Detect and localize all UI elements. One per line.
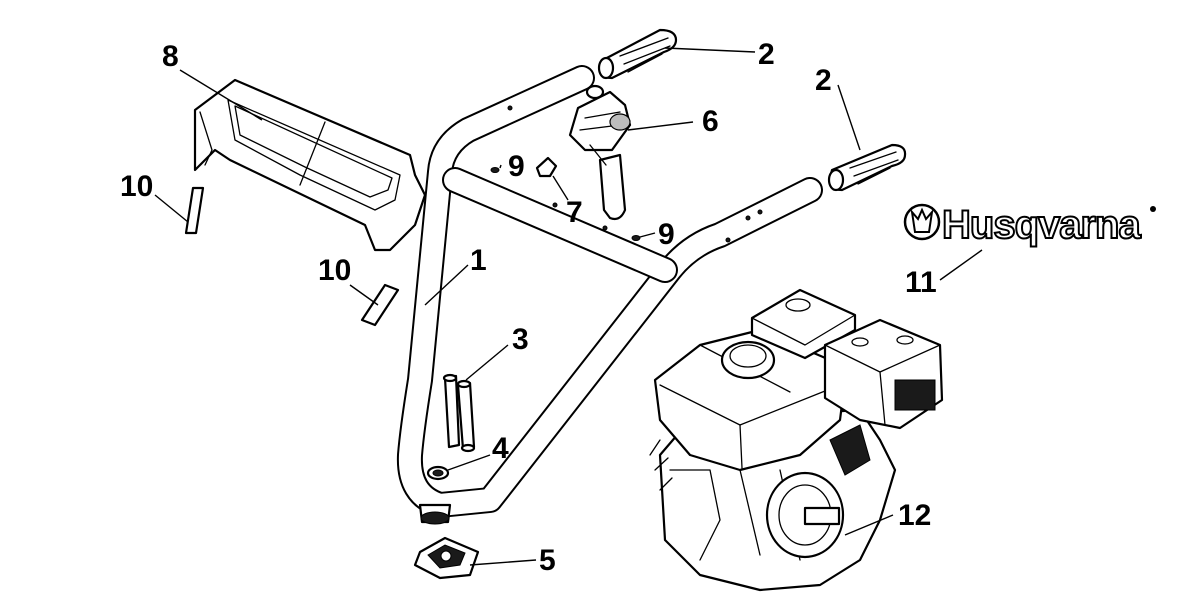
callout-9-upper: 9 [508, 150, 525, 183]
brand-name: Husqvarna [942, 203, 1141, 247]
part-2-grip-lower [827, 143, 907, 192]
callout-10-left: 10 [120, 170, 153, 203]
part-9-fastener-lower [631, 235, 641, 241]
leader-lines [154, 47, 983, 566]
callout-2-lower: 2 [815, 64, 832, 97]
callout-labels: 8 10 10 1 2 2 6 9 7 9 3 4 5 11 12 [120, 38, 937, 577]
callout-12: 12 [898, 499, 931, 532]
part-8-shroud [193, 78, 427, 252]
callout-7: 7 [566, 196, 583, 229]
part-10-decal-right [360, 283, 400, 327]
part-1-handle-frame [396, 65, 823, 525]
part-7-fastener [535, 156, 558, 178]
part-12-engine [649, 288, 944, 592]
callout-8: 8 [162, 40, 179, 73]
callout-9-lower: 9 [658, 218, 675, 251]
part-3-sleeves [442, 373, 476, 453]
callout-10-right: 10 [318, 254, 351, 287]
part-4-washer [426, 465, 450, 481]
part-9-fastener-upper [490, 167, 500, 173]
callout-11: 11 [905, 266, 937, 299]
part-11-brand-decal: Husqvarna [903, 202, 1156, 248]
callout-3: 3 [512, 323, 529, 356]
part-10-decal-left [184, 186, 205, 235]
callout-4: 4 [492, 432, 509, 465]
callout-6: 6 [702, 105, 719, 138]
callout-1: 1 [470, 244, 487, 277]
part-5-base-plate [413, 536, 480, 580]
callout-5: 5 [539, 544, 556, 577]
part-2-grip-upper [597, 28, 678, 80]
husqvarna-crown-icon [903, 203, 941, 241]
callout-2-upper: 2 [758, 38, 775, 71]
part-6-throttle-control [568, 84, 632, 221]
